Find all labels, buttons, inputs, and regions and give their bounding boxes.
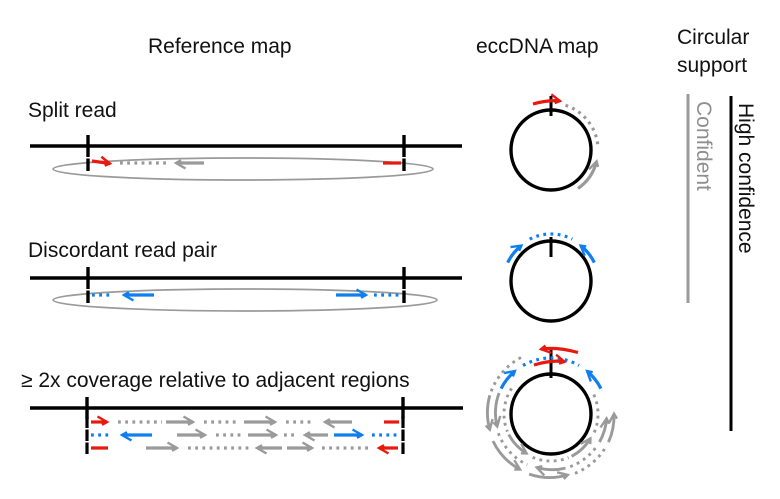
- read-junction-ticks: [86, 290, 406, 303]
- circle-mate-gap-dots: [528, 232, 574, 241]
- gap-dots: [489, 356, 522, 393]
- circle-discordant-pair: [506, 232, 596, 323]
- gap-dots: [497, 432, 528, 467]
- eccdna-map-header: eccDNA map: [476, 35, 599, 58]
- circular-support-header-line2: support: [677, 54, 747, 77]
- row-coverage: ≥ 2x coverage relative to adjacent regio…: [21, 369, 463, 455]
- read-junction-ticks: [86, 158, 406, 171]
- circle-red-arrow: [532, 93, 563, 106]
- eccdna-circle: [509, 108, 593, 192]
- circle-red-arrow-inner: [533, 353, 567, 367]
- middle-gray-read-ring: [492, 392, 611, 477]
- eccdna-circle: [509, 372, 593, 456]
- gray-read-arrow: [507, 433, 529, 455]
- row-discordant-pair: Discordant read pair: [28, 239, 462, 312]
- support-brackets: Confident High confidence: [686, 94, 757, 431]
- circle-blue-arrow-right: [578, 244, 596, 264]
- coverage-label: ≥ 2x coverage relative to adjacent regio…: [21, 369, 410, 392]
- gap-dots: [532, 455, 570, 463]
- gray-read-arrow: [570, 436, 592, 458]
- gray-read-arrow: [607, 411, 619, 443]
- split-read-label: Split read: [28, 99, 117, 122]
- junction-ticks: [86, 267, 406, 289]
- outer-gray-read-ring: [484, 356, 619, 480]
- circle-gap-dots: [564, 103, 600, 149]
- circle-mate-gap-dots: [522, 356, 580, 367]
- gray-read-arrow: [528, 471, 571, 480]
- gap-dots: [502, 387, 513, 433]
- circle-blue-arrow-right: [585, 369, 603, 390]
- circle-gray-arrow: [577, 159, 600, 190]
- read-junction-ticks: [85, 416, 405, 454]
- split-read-red-arrow: [91, 155, 113, 167]
- inner-gray-read-ring: [502, 387, 600, 463]
- circle-red-arrow-outer: [538, 344, 579, 355]
- circle-coverage: [484, 344, 619, 480]
- circle-blue-arrow-left: [499, 369, 517, 390]
- gap-dots: [591, 391, 600, 433]
- confident-label: Confident: [692, 101, 715, 191]
- gray-read-arrow: [492, 392, 502, 429]
- column-headers: Reference map eccDNA map Circular suppor…: [148, 26, 749, 77]
- circularization-loop: [52, 288, 438, 312]
- circle-blue-arrow-left: [506, 244, 524, 264]
- gap-dots: [569, 444, 599, 468]
- reference-map-header: Reference map: [148, 35, 292, 58]
- gray-read-arrow: [534, 465, 566, 477]
- row-split-read: Split read: [28, 99, 462, 181]
- gray-read-arrow: [598, 415, 611, 443]
- discordant-label: Discordant read pair: [28, 239, 217, 262]
- high-confidence-label: High confidence: [734, 103, 757, 254]
- blue-support-arcs: [499, 356, 603, 390]
- gray-read-arrow: [491, 440, 523, 471]
- circularization-loop: [52, 157, 434, 181]
- circle-split-read: [509, 93, 600, 192]
- gray-read-arrow: [484, 394, 494, 433]
- junction-ticks: [86, 135, 406, 157]
- junction-ticks: [85, 397, 405, 419]
- circular-support-header-line1: Circular: [677, 26, 749, 49]
- red-support-arrows: [533, 344, 579, 367]
